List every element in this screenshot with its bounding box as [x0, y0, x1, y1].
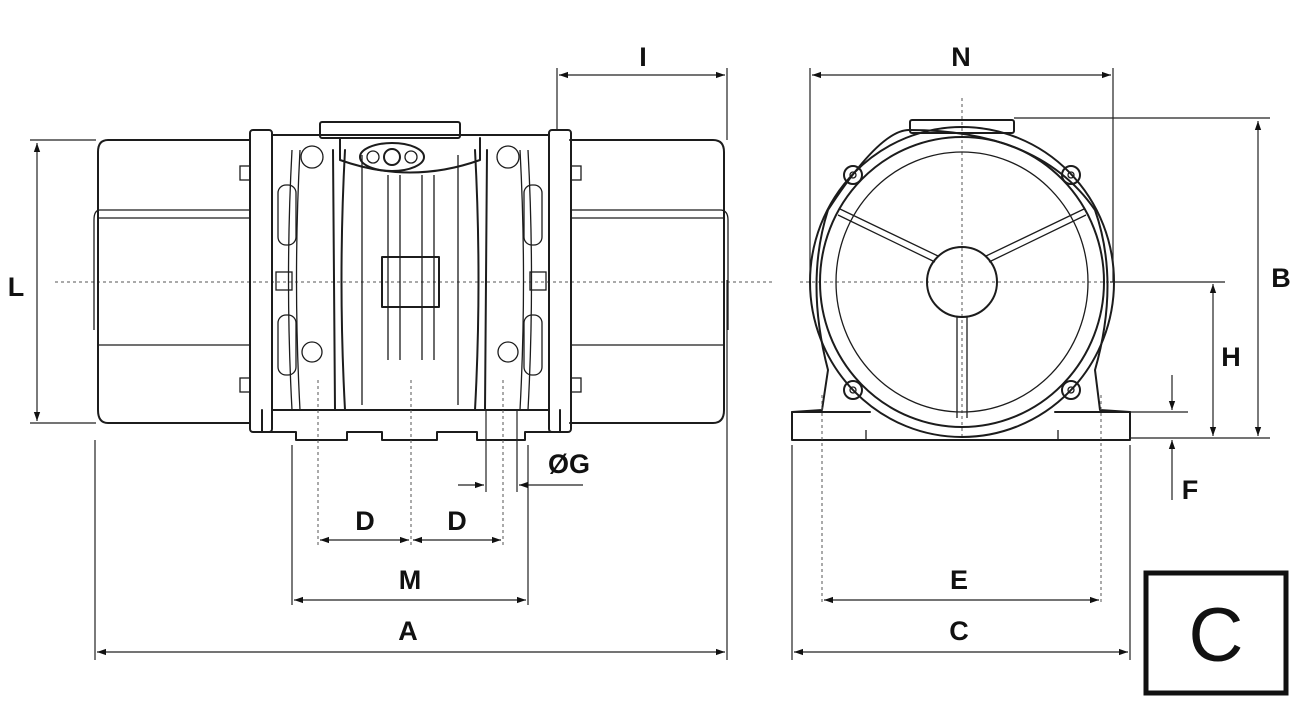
center-hub	[926, 246, 998, 318]
front-terminal-box	[909, 119, 1015, 134]
dimension-lines	[33, 71, 1262, 656]
label-D2: D	[447, 506, 467, 536]
badge-letter: C	[1189, 593, 1244, 678]
label-G: ØG	[548, 449, 590, 479]
cover-rim	[835, 151, 1089, 413]
label-I: I	[639, 42, 647, 72]
side-feet	[261, 409, 561, 441]
right-bolt-top	[570, 165, 582, 181]
label-A: A	[398, 616, 418, 646]
label-F: F	[1182, 475, 1199, 505]
label-E: E	[950, 565, 968, 595]
label-L: L	[8, 272, 25, 302]
right-flange	[548, 129, 572, 433]
front-inner-ring	[819, 136, 1105, 428]
label-H: H	[1221, 342, 1241, 372]
front-feet	[791, 411, 1131, 440]
label-B: B	[1271, 263, 1291, 293]
variant-badge: C	[1143, 570, 1289, 696]
right-bolt-bottom	[570, 377, 582, 393]
badge-frame	[1143, 570, 1289, 696]
cover-screws	[843, 165, 1081, 400]
label-M: M	[399, 565, 422, 595]
left-flange	[249, 129, 273, 433]
left-bolt-bottom	[239, 377, 251, 393]
label-N: N	[951, 42, 971, 72]
label-D1: D	[355, 506, 375, 536]
terminal-box	[319, 121, 481, 174]
left-end-cover	[93, 139, 251, 424]
left-bolt-top	[239, 165, 251, 181]
label-C: C	[949, 616, 969, 646]
dimension-labels: L I N B H F ØG D D M A E C	[8, 42, 1291, 646]
cover-spokes	[837, 208, 1087, 418]
right-end-cover	[569, 139, 729, 424]
front-view	[791, 68, 1270, 660]
housing-body	[271, 134, 550, 411]
side-view	[30, 68, 775, 660]
